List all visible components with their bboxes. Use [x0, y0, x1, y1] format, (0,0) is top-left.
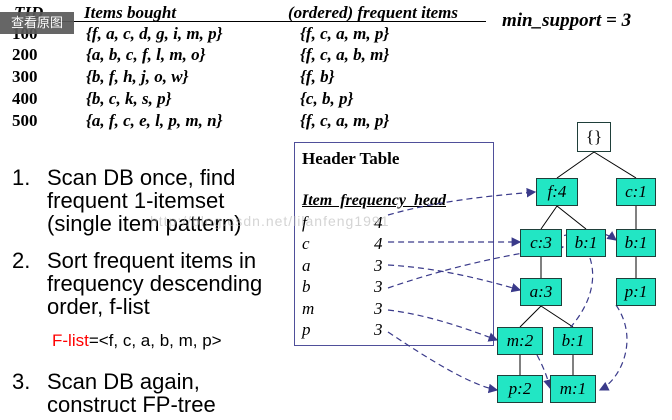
ordered-frequent-items-column-header: (ordered) frequent items — [288, 3, 458, 22]
ordered-items-cell: {c, b, p} — [300, 89, 354, 108]
fp-node-p: p:2 — [497, 375, 543, 403]
tree-edge — [556, 205, 587, 230]
header-table-title: Header Table — [302, 149, 400, 168]
step-2-number: 2. — [12, 248, 31, 273]
header-item: a — [302, 256, 311, 275]
items-bought-column-header: Items bought — [84, 3, 177, 22]
tree-edge — [593, 151, 637, 179]
header-table-columns: Item frequency head — [302, 192, 446, 209]
f-list-label: F-list — [52, 331, 89, 350]
tree-edge — [540, 205, 558, 230]
header-item: m — [302, 299, 315, 318]
header-item: c — [302, 234, 310, 253]
tid-cell: 500 — [12, 111, 38, 130]
items-cell: {b, f, h, j, o, w} — [86, 67, 189, 86]
fp-node-c: c:3 — [520, 229, 562, 257]
fp-node-a: a:3 — [520, 278, 562, 306]
header-frequency: 3 — [374, 299, 383, 318]
fp-node-b: b:1 — [616, 229, 656, 257]
step-1-line-2: frequent 1-itemset — [47, 188, 225, 213]
node-link-m — [387, 309, 499, 342]
header-item: f — [302, 213, 307, 232]
f-list: F-list=<f, c, a, b, m, p> — [52, 331, 222, 351]
ordered-items-cell: {f, c, a, b, m} — [300, 45, 390, 64]
min-support-label: min_support = 3 — [502, 10, 632, 31]
table-header-rule — [10, 21, 486, 22]
header-frequency: 3 — [374, 277, 383, 296]
header-table: Header Table Item frequency head f 4 c 4… — [294, 142, 494, 346]
step-3-line-2: construct FP-tree — [47, 392, 216, 417]
tid-cell: 400 — [12, 89, 38, 108]
step-2-line-1: Sort frequent items in — [47, 248, 257, 273]
step-2-line-3: order, f-list — [47, 294, 150, 319]
step-3-line-1: Scan DB again, — [47, 369, 200, 394]
items-cell: {b, c, k, s, p} — [86, 89, 172, 108]
step-3-number: 3. — [12, 369, 31, 394]
node-link-p — [387, 331, 499, 394]
items-cell: {f, a, c, d, g, i, m, p} — [86, 24, 223, 43]
f-list-value: =<f, c, a, b, m, p> — [88, 331, 222, 350]
items-cell: {a, f, c, e, l, p, m, n} — [86, 111, 223, 130]
fp-node-m: m:2 — [497, 327, 543, 355]
view-original-button[interactable]: 查看原图 — [0, 12, 74, 34]
step-1-number: 1. — [12, 165, 31, 190]
node-link-f — [387, 187, 537, 216]
header-item: b — [302, 277, 311, 296]
tid-cell: 200 — [12, 45, 38, 64]
fp-node-m: m:1 — [550, 375, 596, 403]
node-link-m-next — [536, 354, 553, 390]
fp-node-p: p:1 — [616, 278, 656, 306]
tree-edge — [519, 305, 542, 328]
node-link-a — [387, 264, 522, 293]
root-node: {} — [577, 122, 611, 152]
header-item: p — [302, 320, 311, 339]
items-cell: {a, b, c, f, l, m, o} — [86, 45, 206, 64]
step-1-line-3: (single item pattern) — [47, 211, 242, 236]
header-frequency: 4 — [374, 213, 383, 232]
watermark: http://blog.csdn.net/lilanfeng1991 — [150, 213, 390, 229]
node-link-b-next — [559, 257, 594, 339]
ordered-items-cell: {f, b} — [300, 67, 335, 86]
tid-cell: 300 — [12, 67, 38, 86]
tree-edge — [540, 305, 574, 328]
tree-edge — [556, 151, 595, 179]
step-1-line-1: Scan DB once, find — [47, 165, 236, 190]
node-link-p-next — [598, 304, 628, 391]
node-link-b — [387, 243, 565, 289]
fp-node-c: c:1 — [616, 178, 656, 206]
step-2-line-2: frequency descending — [47, 271, 263, 296]
header-frequency: 3 — [374, 320, 383, 339]
ordered-items-cell: {f, c, a, m, p} — [300, 111, 390, 130]
header-frequency: 4 — [374, 234, 383, 253]
fp-node-b: b:1 — [566, 229, 606, 257]
ordered-items-cell: {f, c, a, m, p} — [300, 24, 390, 43]
fp-node-f: f:4 — [536, 178, 578, 206]
header-frequency: 3 — [374, 256, 383, 275]
fp-node-b: b:1 — [553, 327, 593, 355]
